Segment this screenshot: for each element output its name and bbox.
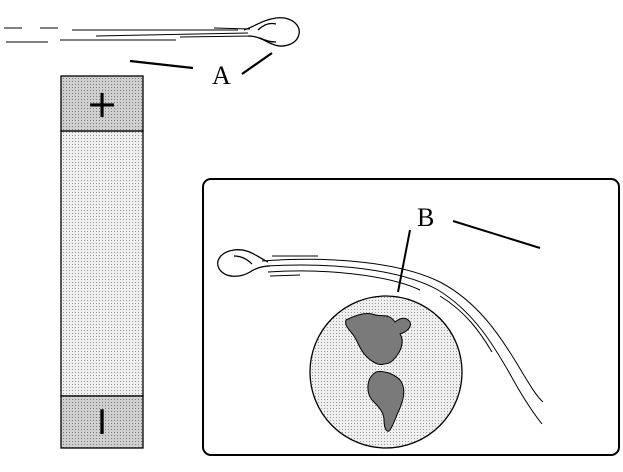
particle-stream-a (4, 27, 253, 43)
label-a: A (212, 61, 231, 90)
continent-south-icon (367, 371, 405, 432)
positive-terminal (60, 75, 144, 132)
vertical-tube (60, 75, 144, 449)
label-b-leaders (397, 220, 541, 293)
particle-stream-b (261, 255, 544, 425)
label-b: B (417, 203, 434, 232)
continent-north-icon (345, 313, 411, 365)
label-a-leaders (129, 52, 273, 75)
globe (309, 295, 463, 449)
comet-head-a-icon (243, 17, 300, 47)
negative-terminal (60, 395, 144, 449)
positive-sign: + (86, 82, 118, 126)
negative-sign: I (97, 403, 107, 443)
comet-head-b-icon (217, 249, 271, 277)
